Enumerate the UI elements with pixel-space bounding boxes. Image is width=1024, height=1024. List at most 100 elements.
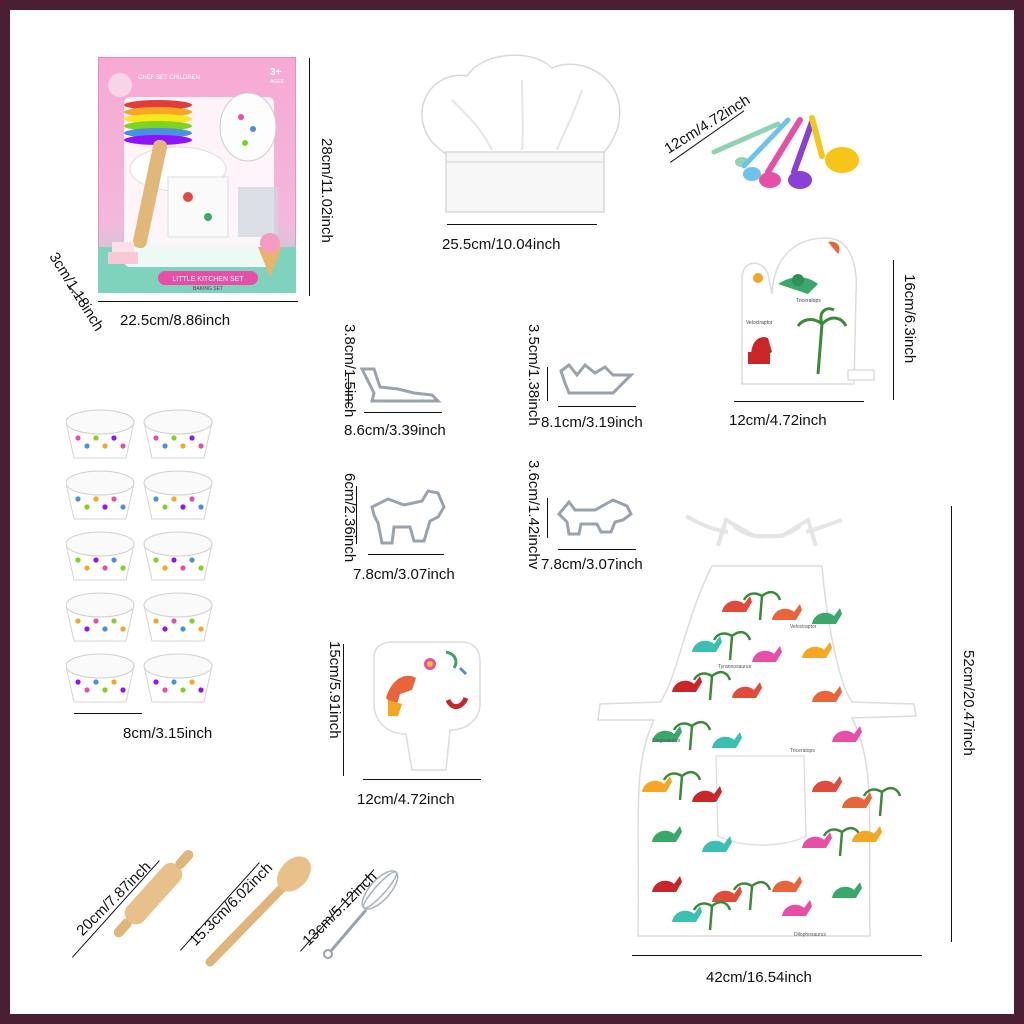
whisk <box>316 864 400 964</box>
apron: Velociraptor Tyrannosaurus Stegosaurus T… <box>594 506 942 946</box>
apron-dinosaur-motif <box>852 826 882 842</box>
apron-dinosaur-motif <box>652 826 682 842</box>
mitt-width-line <box>734 401 864 402</box>
mitt-width-label: 12cm/4.72inch <box>729 412 827 429</box>
mitt-height-label: 16cm/6.3inch <box>901 274 918 364</box>
oven-mitt: Triceratops Velociraptor <box>738 234 888 392</box>
cutter1-width-label: 8.6cm/3.39inch <box>344 422 446 439</box>
cookie-cutter-1 <box>358 365 442 409</box>
box-ribbon-text: LITTLE KITCHEN SET <box>172 276 244 283</box>
cupcake-liners-grid <box>66 404 222 704</box>
apron-dinosaur-motif <box>782 900 812 916</box>
cutter2-width-label: 8.1cm/3.19inch <box>541 414 643 431</box>
cutter3-height-label: 6cm/2.36inch <box>341 473 358 563</box>
apron-dinosaur-motif <box>832 882 862 898</box>
apron-dinosaur-motif <box>712 886 742 902</box>
box-subtitle: CHEF SET CHILDREN <box>138 75 200 81</box>
hat-width-label: 25.5cm/10.04inch <box>442 236 561 253</box>
pot-holder <box>366 638 484 774</box>
apron-palm-motif <box>672 720 712 751</box>
cupcake-liner <box>66 470 135 520</box>
box-age-text: AGES <box>270 79 285 85</box>
cutter1-height-line <box>348 373 349 407</box>
apron-palm-motif <box>692 900 732 931</box>
apron-dinosaur-motif <box>702 836 732 852</box>
apron-dinosaur-motif <box>812 776 842 792</box>
cutter2-height-label: 3.5cm/1.38inch <box>525 324 542 426</box>
wooden-spoon <box>196 852 316 976</box>
cupcake-liner <box>66 531 135 581</box>
box-height-label: 28cm/11.02inch <box>318 138 335 243</box>
potholder-height-line <box>343 644 344 776</box>
cups-width-line <box>74 713 142 714</box>
apron-label-3: Stegosaurus <box>652 738 681 744</box>
apron-height-line <box>951 506 952 942</box>
apron-dinosaur-motif <box>812 608 842 624</box>
cupcake-liner <box>143 653 213 703</box>
apron-dinosaur-motif <box>672 676 702 692</box>
apron-dinosaur-motif <box>802 832 832 848</box>
apron-dinosaur-motif <box>772 876 802 892</box>
potholder-height-label: 15cm/5.91inch <box>326 641 343 739</box>
apron-dinosaur-motif <box>802 642 832 658</box>
apron-width-line <box>632 955 922 956</box>
apron-dinosaur-motif <box>652 726 682 742</box>
cookie-cutter-2 <box>555 357 635 401</box>
mitt-label-1: Triceratops <box>796 298 821 304</box>
cookie-cutter-3 <box>368 487 448 547</box>
box-width-line <box>98 301 298 302</box>
cupcake-liner <box>143 409 213 459</box>
apron-label-1: Velociraptor <box>790 624 817 630</box>
apron-dinosaur-motif <box>752 646 782 662</box>
apron-palm-motif <box>692 670 732 701</box>
cutter3-height-line <box>356 486 357 544</box>
apron-dinosaur-motif <box>832 726 862 742</box>
apron-dinosaur-motif <box>722 596 752 612</box>
cups-width-label: 8cm/3.15inch <box>123 725 213 742</box>
cupcake-liner <box>143 592 213 642</box>
apron-label-5: Dilophosaurus <box>794 932 826 938</box>
potholder-width-line <box>363 779 481 780</box>
cutter4-width-label: 7.8cm/3.07inch <box>541 556 643 573</box>
cupcake-liner <box>66 592 135 642</box>
apron-palm-motif <box>712 630 752 661</box>
chef-hat <box>412 50 636 222</box>
apron-dinosaur-motif <box>692 786 722 802</box>
apron-dinosaur-motif <box>812 686 842 702</box>
cutter3-width-line <box>368 554 444 555</box>
cupcake-liner <box>143 531 213 581</box>
apron-label-4: Triceratops <box>790 748 815 754</box>
cutter2-width-line <box>558 406 636 407</box>
cutter3-width-label: 7.8cm/3.07inch <box>353 566 455 583</box>
apron-width-label: 42cm/16.54inch <box>706 969 812 986</box>
apron-label-2: Tyrannosaurus <box>718 664 752 670</box>
cupcake-liner <box>66 409 135 459</box>
box-height-line <box>309 58 310 296</box>
apron-dinosaur-motif <box>772 604 802 620</box>
cutter4-height-line <box>547 498 548 538</box>
mitt-label-2: Velociraptor <box>746 320 773 326</box>
apron-height-label: 52cm/20.47inch <box>960 650 977 756</box>
apron-dinosaur-motif <box>732 682 762 698</box>
apron-palm-motif <box>742 590 782 621</box>
hat-width-line <box>447 224 597 225</box>
product-box: LITTLE KITCHEN SET BAKING SET CHEF SET C… <box>98 57 296 293</box>
apron-palm-motif <box>732 880 772 911</box>
box-age-badge: 3+ <box>270 67 282 78</box>
cutter4-height-label: 3.6cm/1.42inchv <box>525 460 542 570</box>
apron-dinosaur-motif <box>642 776 672 792</box>
box-width-label: 22.5cm/8.86inch <box>120 312 231 329</box>
measuring-spoons <box>708 106 876 198</box>
rolling-pin <box>90 820 220 970</box>
cutter4-width-line <box>558 549 636 550</box>
cupcake-liner <box>66 653 135 703</box>
apron-dinosaur-motif <box>692 636 722 652</box>
box-ribbon-subtext: BAKING SET <box>193 286 223 292</box>
apron-palm-motif <box>862 786 902 817</box>
cutter1-width-line <box>364 412 442 413</box>
cutter1-height-label: 3.8cm/1.5inch <box>341 324 358 418</box>
cupcake-liner <box>143 470 213 520</box>
apron-dinosaur-motif <box>652 876 682 892</box>
apron-dinosaur-motif <box>672 906 702 922</box>
potholder-width-label: 12cm/4.72inch <box>357 791 455 808</box>
